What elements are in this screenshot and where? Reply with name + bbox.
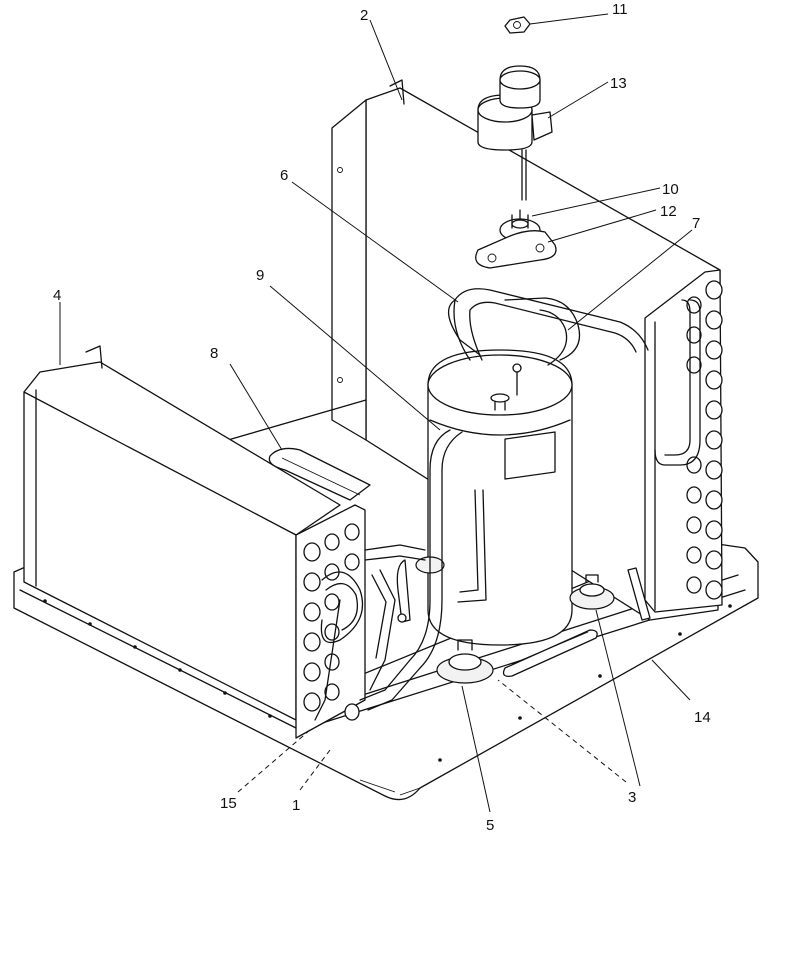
callout-1: 1 [292,797,300,814]
callout-5: 5 [486,817,494,834]
condenser-coil [23,345,366,739]
compressor [415,349,615,684]
callout-10: 10 [662,181,679,198]
terminal-gasket [475,230,557,269]
base-rivets [43,599,732,762]
evaporator-coil-bends [686,280,723,600]
callout-8: 8 [210,345,218,362]
evaporator-coil [627,269,723,621]
condenser-coil-bends [303,523,360,721]
callout-3: 3 [628,789,636,806]
callout-13: 13 [610,75,627,92]
callout-15: 15 [220,795,237,812]
leader-lines [59,13,693,813]
base-slot [502,629,598,677]
nut [504,16,531,34]
callout-14: 14 [694,709,711,726]
callouts: 1 2 3 4 5 6 7 8 9 10 11 12 13 14 15 [53,1,711,834]
callout-11: 11 [612,1,628,18]
overload-protector [477,65,553,201]
callout-2: 2 [360,7,368,24]
callout-12: 12 [660,203,677,220]
drain-channel [268,447,371,501]
callout-4: 4 [53,287,61,304]
compressor-label-plate [504,431,556,480]
refrigerant-tubing [359,288,649,711]
callout-9: 9 [256,267,264,284]
callout-7: 7 [692,215,700,232]
callout-6: 6 [280,167,288,184]
